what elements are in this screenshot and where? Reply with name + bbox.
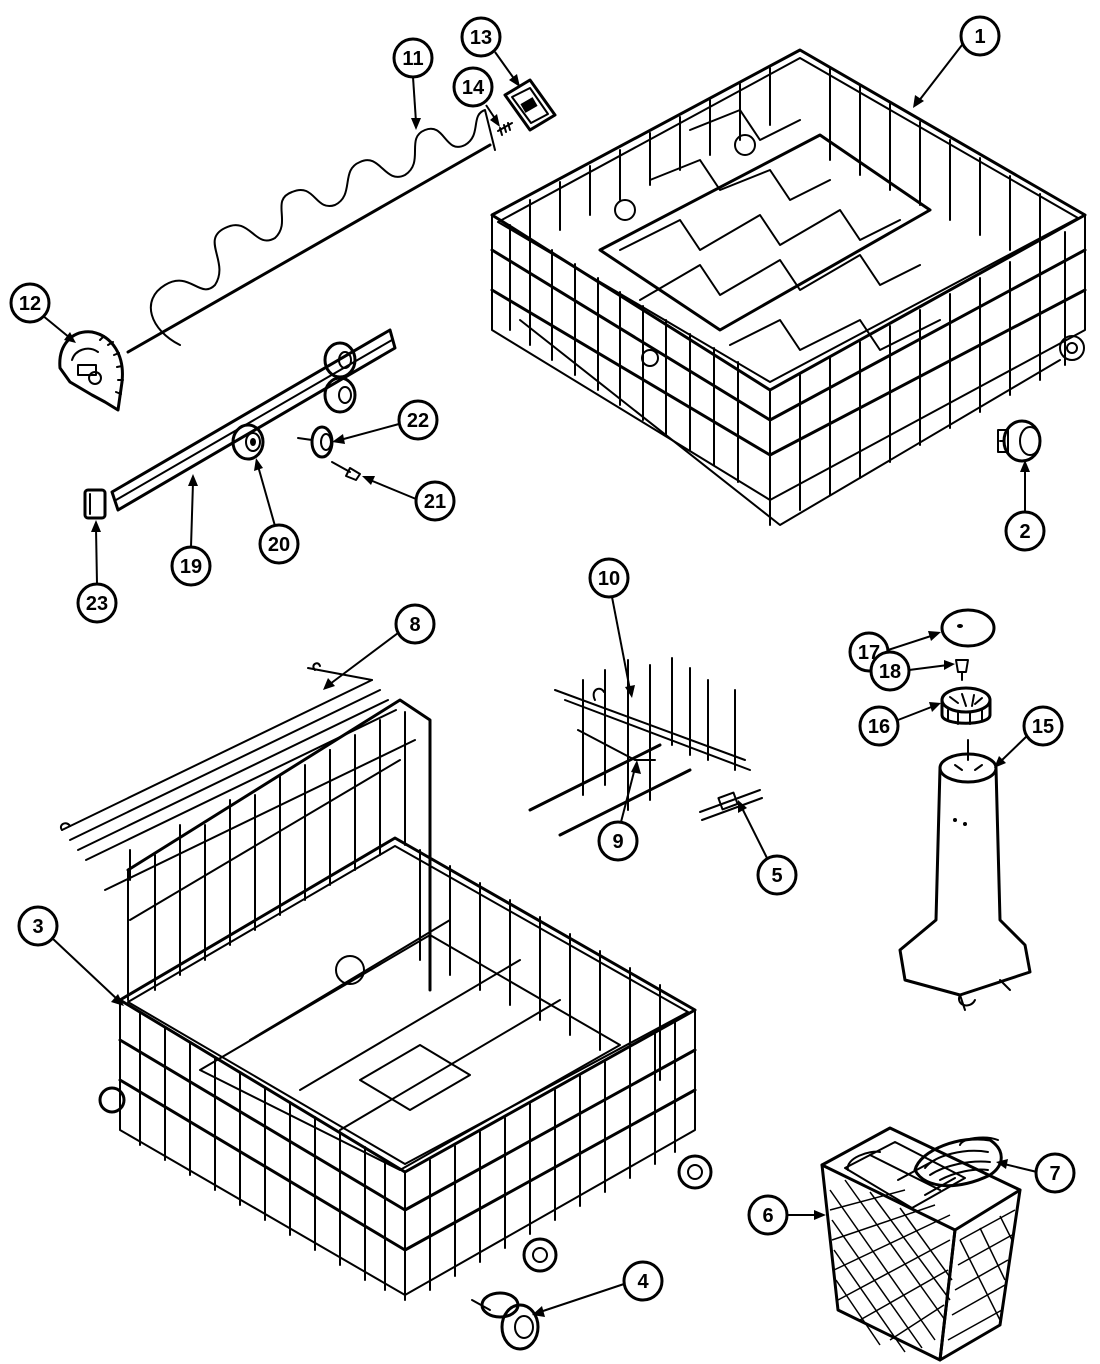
callout-14: 14 xyxy=(452,66,500,127)
callout-20: 20 xyxy=(254,458,300,565)
svg-text:3: 3 xyxy=(32,916,43,938)
svg-text:13: 13 xyxy=(470,27,492,49)
callout-3: 3 xyxy=(17,905,124,1006)
callout-7: 7 xyxy=(996,1152,1076,1194)
svg-text:10: 10 xyxy=(598,568,620,590)
callout-5: 5 xyxy=(738,800,798,896)
basket-lid xyxy=(913,1136,1003,1188)
upper-rack xyxy=(490,48,1087,526)
svg-text:1: 1 xyxy=(974,26,985,48)
svg-text:16: 16 xyxy=(868,716,890,738)
roller-with-axle xyxy=(297,425,334,459)
roller-screw xyxy=(331,461,361,481)
callout-21: 21 xyxy=(362,476,456,522)
callout-10: 10 xyxy=(588,557,635,698)
callout-8: 8 xyxy=(323,603,436,690)
svg-text:5: 5 xyxy=(771,865,782,887)
lower-rack-wheel xyxy=(471,1291,540,1351)
silverware-basket xyxy=(820,1126,1022,1362)
callout-4: 4 xyxy=(532,1260,664,1317)
callout-18: 18 xyxy=(869,650,955,692)
callout-15: 15 xyxy=(994,705,1064,768)
rail-roller xyxy=(231,423,265,461)
svg-text:11: 11 xyxy=(402,48,423,70)
callout-1: 1 xyxy=(913,15,1001,108)
svg-text:15: 15 xyxy=(1032,716,1054,738)
callout-23: 23 xyxy=(76,520,118,624)
svg-text:7: 7 xyxy=(1049,1163,1060,1185)
svg-text:14: 14 xyxy=(462,77,485,99)
spray-arm-cap xyxy=(940,608,996,648)
upper-rack-wheel xyxy=(997,419,1042,463)
svg-text:8: 8 xyxy=(409,614,420,636)
callout-17: 17 xyxy=(848,631,941,673)
callout-12: 12 xyxy=(9,282,76,343)
svg-text:2: 2 xyxy=(1019,521,1030,543)
callout-19: 19 xyxy=(170,474,212,587)
callout-13: 13 xyxy=(460,16,520,87)
callout-2: 2 xyxy=(1004,460,1046,552)
callout-6: 6 xyxy=(747,1194,826,1236)
callout-16: 16 xyxy=(858,702,941,747)
rack-rail xyxy=(110,328,397,512)
tine-rod xyxy=(126,109,496,354)
svg-text:23: 23 xyxy=(86,593,108,615)
spray-tower xyxy=(898,739,1032,1011)
svg-text:9: 9 xyxy=(612,831,623,853)
spray-arm-nut xyxy=(940,686,992,725)
svg-text:22: 22 xyxy=(407,410,429,432)
svg-text:19: 19 xyxy=(180,556,202,578)
svg-text:18: 18 xyxy=(879,661,901,683)
rail-rollers xyxy=(323,341,357,414)
callout-9: 9 xyxy=(597,760,641,862)
svg-text:6: 6 xyxy=(762,1205,773,1227)
rack-clip xyxy=(503,78,557,132)
stemware-clip xyxy=(699,789,763,821)
lower-rack xyxy=(98,698,713,1301)
svg-text:21: 21 xyxy=(424,491,446,513)
clip-screw xyxy=(497,122,513,136)
rack-adjuster xyxy=(58,330,124,412)
svg-text:12: 12 xyxy=(19,293,41,315)
callout-11: 11 xyxy=(392,37,434,130)
nut-screw xyxy=(955,659,969,681)
fold-down-shelf xyxy=(60,662,416,891)
callout-22: 22 xyxy=(332,399,439,444)
rail-end-cap xyxy=(83,488,107,520)
stemware-holder xyxy=(528,657,751,837)
svg-text:4: 4 xyxy=(637,1271,649,1293)
svg-text:20: 20 xyxy=(268,534,290,556)
